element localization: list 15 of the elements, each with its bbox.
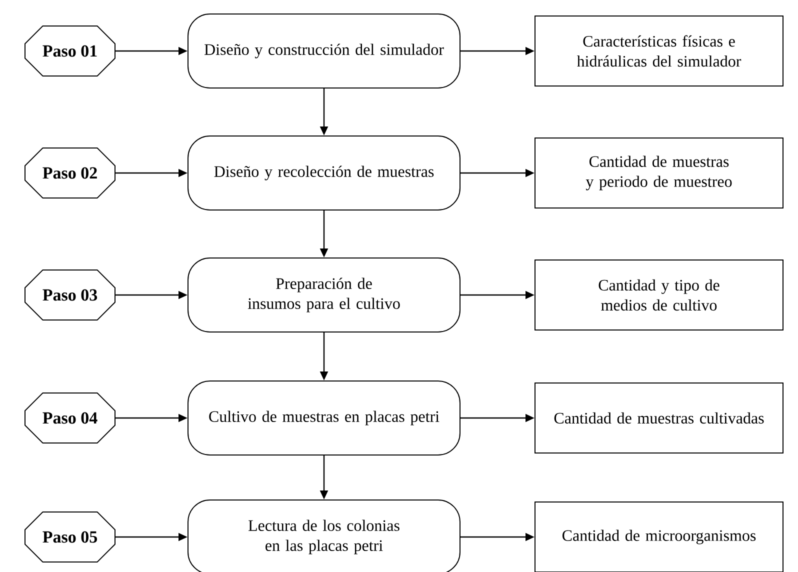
- result-box: Cantidad de microorganismos: [534, 501, 784, 572]
- result-box: Cantidad y tipo de medios de cultivo: [534, 260, 784, 330]
- process-box: Cultivo de muestras en placas petri: [188, 380, 460, 456]
- step-box: Paso 03: [24, 269, 116, 320]
- process-box: Diseño y recolección de muestras: [188, 136, 460, 210]
- step-box: Paso 01: [24, 26, 116, 76]
- step-box: Paso 05: [24, 511, 116, 562]
- result-box: Cantidad de muestras cultivadas: [534, 382, 784, 454]
- step-box: Paso 04: [24, 392, 116, 444]
- process-box: Preparación de insumos para el cultivo: [188, 257, 460, 332]
- process-box: Diseño y construcción del simulador: [188, 14, 460, 88]
- result-box: Características físicas e hidráulicas del simulador: [534, 16, 784, 86]
- step-box: Paso 02: [24, 147, 116, 198]
- result-box: Cantidad de muestras y periodo de muestreo: [534, 138, 784, 208]
- process-box: Lectura de los colonias en las placas petri: [188, 499, 460, 572]
